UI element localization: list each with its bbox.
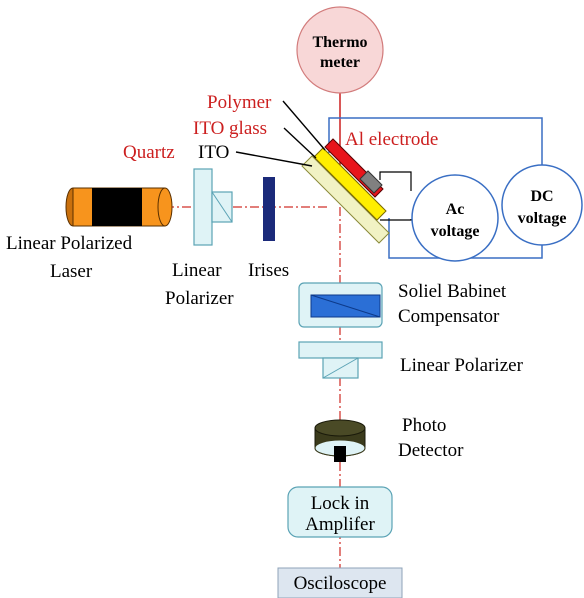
- polymer-label: Polymer: [207, 92, 272, 113]
- ito-glass-layer: [313, 147, 387, 221]
- ac-upper-wire: [379, 171, 412, 191]
- ito-glass-label: ITO glass: [193, 118, 267, 139]
- dc-upper-wire: [328, 117, 543, 165]
- photo-detector: [314, 419, 366, 462]
- babinet-label-line2: Compensator: [398, 306, 500, 327]
- laser-label-line1: Linear Polarized: [6, 233, 133, 254]
- dc-label-line2: voltage: [518, 210, 567, 227]
- dc-label-line1: DC: [530, 188, 553, 205]
- lockin-label-line2: Amplifer: [305, 514, 375, 535]
- osciloscope: Osciloscope: [277, 567, 403, 598]
- polarizer2-label: Linear Polarizer: [400, 355, 524, 376]
- ac-label-line1: Ac: [446, 201, 465, 218]
- ito-label: ITO: [198, 142, 229, 163]
- photo-detector-label-line1: Photo: [402, 415, 446, 436]
- laser-label-line2: Laser: [50, 261, 93, 282]
- photo-detector-label-line2: Detector: [398, 440, 464, 461]
- ac-voltage-source: Ac voltage: [411, 174, 499, 262]
- irises: [263, 177, 275, 241]
- ac-label-line2: voltage: [431, 223, 480, 240]
- irises-label: Irises: [248, 260, 289, 281]
- laser-source: [65, 187, 173, 227]
- polymer-pointer: [282, 100, 326, 151]
- al-electrode-label: Al electrode: [345, 129, 438, 150]
- thermometer-label-line1: Thermo: [312, 34, 367, 51]
- ito-glass-pointer: [283, 127, 317, 159]
- linear-polarizer-1: [193, 168, 233, 246]
- osciloscope-label: Osciloscope: [294, 573, 387, 594]
- babinet-label-line1: Soliel Babinet: [398, 281, 507, 302]
- babinet-compensator: [298, 282, 383, 328]
- lockin-label-line1: Lock in: [311, 493, 370, 514]
- thermometer-label-line2: meter: [320, 54, 360, 71]
- polarizer1-label-line1: Linear: [172, 260, 222, 281]
- dc-voltage-source: DC voltage: [501, 164, 583, 246]
- linear-polarizer-2: [298, 341, 383, 379]
- ac-lower-wire: [380, 219, 412, 221]
- polarizer1-label-line2: Polarizer: [165, 288, 234, 309]
- ito-pointer: [235, 151, 313, 167]
- sample-stack: [301, 138, 390, 244]
- al-electrode: [359, 170, 383, 194]
- quartz-substrate: [301, 155, 390, 244]
- lock-in-amplifier: Lock in Amplifer: [287, 486, 393, 538]
- quartz-label: Quartz: [123, 142, 175, 163]
- thermometer: Thermo meter: [296, 6, 384, 94]
